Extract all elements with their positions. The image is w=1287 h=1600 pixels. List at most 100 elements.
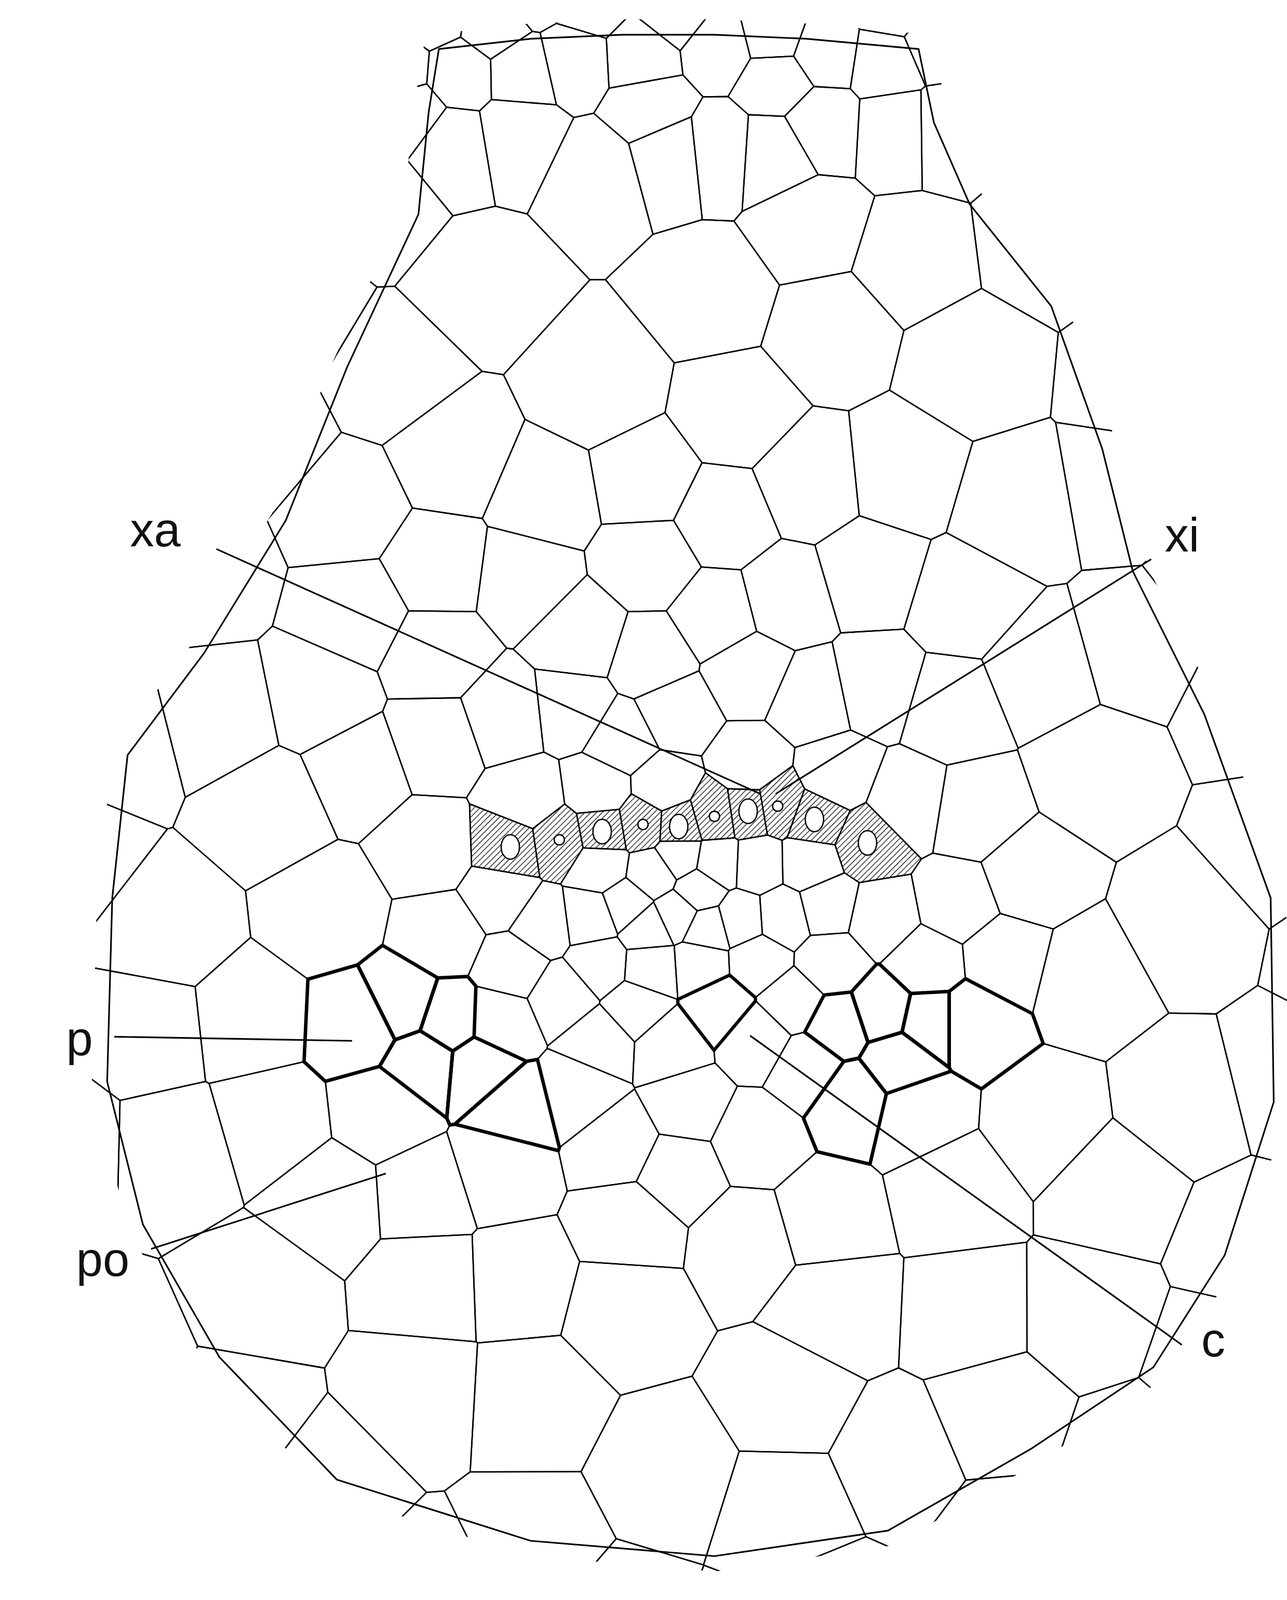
parenchyma-cell [379,507,488,612]
parenchyma-cell [788,0,868,26]
parenchyma-cell [236,12,300,87]
parenchyma-cell [1167,625,1287,785]
parenchyma-cell [176,361,342,521]
vessel-lumen [772,800,784,812]
parenchyma-cell [0,89,38,224]
parenchyma-cell [631,0,717,51]
parenchyma-cell [394,206,591,375]
parenchyma-cell [625,847,677,901]
parenchyma-cell [962,913,1054,1014]
parenchyma-cell [607,610,701,700]
parenchyma-cell [8,1517,158,1600]
parenchyma-cell [171,154,317,273]
parenchyma-cell [828,1368,967,1557]
parenchyma-cell [300,711,413,844]
parenchyma-cell [692,1321,868,1454]
parenchyma-cell [1281,24,1287,108]
parenchyma-cell [1163,266,1287,441]
parenchyma-cell [673,462,782,570]
parenchyma-cell [1105,825,1270,1014]
parenchyma-cell [1161,1562,1287,1600]
parenchyma-cell [581,693,660,776]
parenchyma-cell [742,114,819,212]
parenchyma-cell [0,855,84,1002]
leader-line [749,1035,1182,1345]
parenchyma-cell [507,880,570,961]
leader-line [216,548,761,795]
vessel-lumen [637,819,649,830]
parenchyma-cell [774,1151,901,1266]
parenchyma-cell [1056,1513,1233,1600]
parenchyma-cell [1091,155,1212,296]
vessel-lumen [669,814,688,839]
parenchyma-cell [728,56,814,117]
part-label: po [73,1234,133,1285]
parenchyma-cell [848,390,973,540]
parenchyma-cell [245,839,393,980]
vessel-lumen [593,819,612,844]
leader-line [114,1036,353,1041]
phloem-cell [446,1037,527,1126]
parenchyma-cell [1261,307,1287,472]
parenchyma-cell [792,730,888,811]
parenchyma-cell [1285,1192,1287,1336]
parenchyma-cell [382,371,526,519]
parenchyma-cell [382,889,486,979]
parenchyma-cell [759,883,811,953]
vessel-lumen [501,834,520,860]
parenchyma-cell [741,538,841,651]
parenchyma-cell [630,749,706,812]
parenchyma-cell [696,838,739,892]
parenchyma-cell [119,479,289,652]
parenchyma-cell [537,1048,635,1148]
parenchyma-cell [317,286,482,446]
parenchyma-cell [1017,704,1193,863]
parenchyma-cell [1055,422,1218,571]
parenchyma-cell [172,745,339,891]
parenchyma-cell [275,0,348,51]
parenchyma-cell [49,42,126,129]
parenchyma-cell [467,930,552,999]
parenchyma-cell [237,85,311,165]
parenchyma-cell [382,698,486,799]
parenchyma-cell [904,13,962,87]
parenchyma-cell [946,417,1082,587]
parenchyma-cell [970,182,1116,333]
parenchyma-cell [14,0,96,50]
parenchyma-cell [682,905,731,951]
parenchyma-cell [460,0,533,60]
parenchyma-cell [562,886,619,946]
parenchyma-cell [699,631,796,721]
parenchyma-cell [762,1032,844,1119]
parenchyma-cell [278,109,372,214]
parenchyma-cell [556,0,635,39]
vessel-lumen [858,830,877,855]
xylem-vessel [576,809,627,851]
parenchyma-cell [909,1472,1082,1600]
parenchyma-cell [102,1431,258,1580]
parenchyma-cell [94,205,237,365]
parenchyma-cell [981,811,1117,929]
parenchyma-cell [355,34,429,95]
part-label: c [1198,1315,1229,1365]
parenchyma-cell [1151,97,1250,203]
parenchyma-cell [158,1207,349,1369]
parenchyma-cell [1138,1286,1286,1464]
parenchyma-cell [728,934,795,998]
parenchyma-cell [0,16,59,93]
parenchyma-cell [1053,1377,1239,1519]
parenchyma-cell [446,1124,568,1229]
parenchyma-cell [710,1086,817,1190]
parenchyma-cell [663,1565,799,1600]
parenchyma-cell [42,328,209,484]
parenchyma-cell [251,1532,378,1600]
parenchyma-cell [848,874,921,964]
parenchyma-cell [1269,1312,1287,1452]
parenchyma-cell [503,279,675,450]
vessel-lumen [739,799,758,824]
parenchyma-cell [628,116,703,235]
parenchyma-cell [0,1561,54,1600]
parenchyma-cell [606,12,683,89]
parenchyma-cell [978,1043,1114,1202]
parenchyma-cell [794,932,877,996]
